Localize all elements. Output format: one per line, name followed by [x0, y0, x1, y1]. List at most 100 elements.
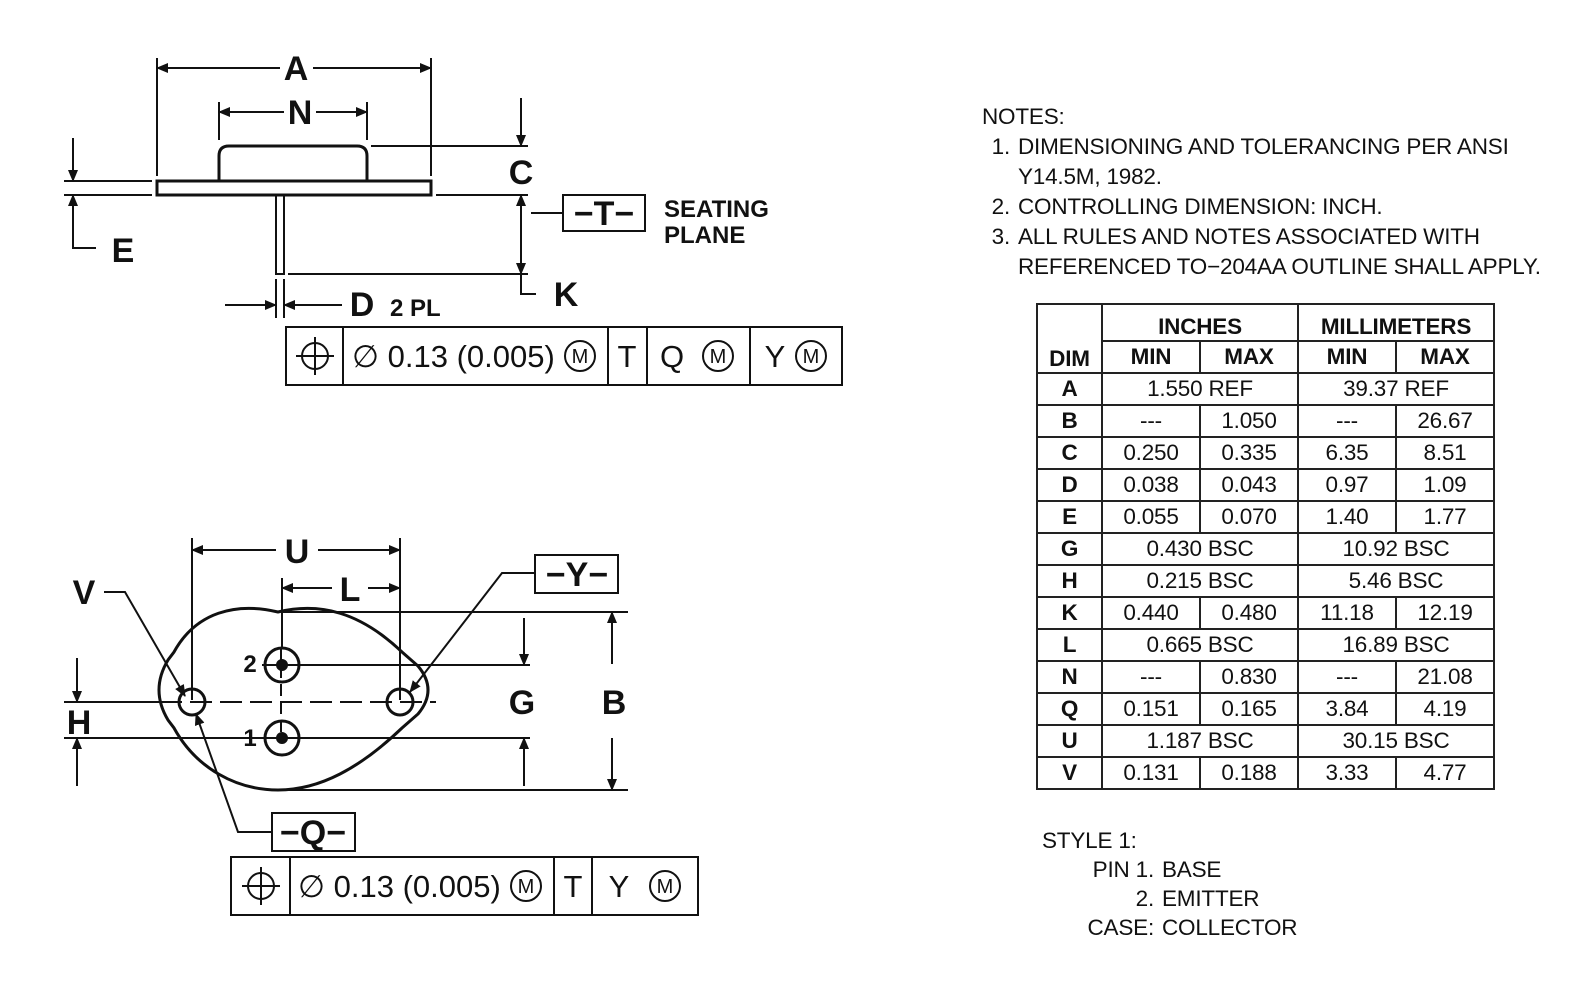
- style-key: CASE:: [1087, 915, 1154, 940]
- inches-value-cell: 1.550 REF: [1101, 372, 1299, 406]
- notes-title: NOTES:: [982, 104, 1065, 129]
- note-number: 2.: [991, 194, 1011, 219]
- fcf-datum-t: T: [564, 869, 583, 904]
- position-icon: [242, 867, 280, 905]
- flange-outline: [155, 179, 433, 197]
- col-header-in-max: MAX: [1199, 340, 1299, 374]
- fcf-mod-m: M: [657, 876, 674, 898]
- dim-cell: G: [1036, 532, 1103, 566]
- fcf-mod-m: M: [710, 346, 727, 368]
- datum-y-label: −Y−: [546, 556, 608, 594]
- note-item: 2. CONTROLLING DIMENSION: INCH.: [982, 192, 1582, 222]
- dim-cell: D: [1036, 468, 1103, 502]
- mm-min-cell: ---: [1297, 404, 1397, 438]
- mmc-circle-icon: [795, 340, 827, 372]
- mm-value-cell: 10.92 BSC: [1297, 532, 1495, 566]
- mmc-circle-icon: [702, 340, 734, 372]
- style-row: CASE: COLLECTOR: [1042, 913, 1297, 942]
- position-icon: [296, 337, 334, 375]
- datum-q-label: −Q−: [280, 814, 346, 852]
- inches-value-cell: 0.665 BSC: [1101, 628, 1299, 662]
- note-line: Y14.5M, 1982.: [1018, 164, 1162, 189]
- style-row: 2. EMITTER: [1042, 884, 1297, 913]
- dim-label-a: A: [284, 50, 309, 88]
- feature-control-frame-bottom: ∅ 0.13 (0.005) M T Y M: [230, 856, 699, 916]
- mm-max-cell: 4.77: [1395, 756, 1495, 790]
- seating-plane-line-2: PLANE: [664, 222, 745, 249]
- dim-label-d: D: [350, 286, 375, 324]
- dim-cell: B: [1036, 404, 1103, 438]
- dim-label-b: B: [602, 684, 627, 722]
- style-title: STYLE 1:: [1042, 828, 1137, 853]
- mm-min-cell: 3.84: [1297, 692, 1397, 726]
- mm-max-cell: 4.19: [1395, 692, 1495, 726]
- dim-cell: C: [1036, 436, 1103, 470]
- plan-view-labels: U L V G B H 2 1 −Y− −Q−: [67, 533, 627, 852]
- dim-label-e: E: [112, 232, 135, 270]
- mm-value-cell: 39.37 REF: [1297, 372, 1495, 406]
- mm-max-cell: 1.77: [1395, 500, 1495, 534]
- fcf-mod-m: M: [803, 346, 820, 368]
- style-value: BASE: [1162, 857, 1222, 882]
- table-row: B---1.050---26.67: [1036, 404, 1495, 438]
- inches-min-cell: 0.038: [1101, 468, 1201, 502]
- fcf-tolerance: ∅ 0.13 (0.005): [352, 339, 555, 374]
- inches-min-cell: ---: [1101, 660, 1201, 694]
- dim-cell: N: [1036, 660, 1103, 694]
- mm-max-cell: 8.51: [1395, 436, 1495, 470]
- dim-label-d-suffix: 2 PL: [390, 295, 441, 322]
- dim-label-c: C: [509, 154, 534, 192]
- mm-value-cell: 5.46 BSC: [1297, 564, 1495, 598]
- inches-min-cell: ---: [1101, 404, 1201, 438]
- package-body-outline: [157, 606, 430, 792]
- inches-value-cell: 0.430 BSC: [1101, 532, 1299, 566]
- style-value: EMITTER: [1162, 886, 1260, 911]
- side-view: [64, 58, 646, 318]
- group-header-inches: INCHES: [1101, 303, 1299, 342]
- note-line: REFERENCED TO−204AA OUTLINE SHALL APPLY.: [1018, 254, 1541, 279]
- fcf-mod-m: M: [518, 876, 535, 898]
- dim-cell: E: [1036, 500, 1103, 534]
- feature-control-frame-top: ∅ 0.13 (0.005) M T Q M Y M: [285, 326, 843, 386]
- table-row: N---0.830---21.08: [1036, 660, 1495, 694]
- pin-label-2: 2: [243, 651, 256, 678]
- mm-min-cell: 3.33: [1297, 756, 1397, 790]
- mm-max-cell: 21.08: [1395, 660, 1495, 694]
- col-header-mm-max: MAX: [1395, 340, 1495, 374]
- note-item: 3. ALL RULES AND NOTES ASSOCIATED WITH R…: [982, 222, 1582, 282]
- dim-cell: K: [1036, 596, 1103, 630]
- col-header-mm-min: MIN: [1297, 340, 1397, 374]
- inches-min-cell: 0.151: [1101, 692, 1201, 726]
- inches-max-cell: 0.480: [1199, 596, 1299, 630]
- col-header-in-min: MIN: [1101, 340, 1201, 374]
- mm-value-cell: 30.15 BSC: [1297, 724, 1495, 758]
- dim-label-l: L: [340, 571, 361, 609]
- note-number: 3.: [991, 224, 1011, 249]
- dim-cell: U: [1036, 724, 1103, 758]
- dim-cell: H: [1036, 564, 1103, 598]
- note-number: 1.: [991, 134, 1011, 159]
- mm-min-cell: ---: [1297, 660, 1397, 694]
- plan-view: [64, 538, 628, 852]
- style-block: STYLE 1: PIN 1. BASE 2. EMITTER CASE: CO…: [1042, 826, 1298, 942]
- dim-label-h: H: [67, 704, 92, 742]
- mmc-circle-icon: [510, 870, 542, 902]
- mm-max-cell: 26.67: [1395, 404, 1495, 438]
- fcf-datum-t: T: [618, 339, 637, 374]
- notes-block: NOTES: 1. DIMENSIONING AND TOLERANCING P…: [982, 102, 1582, 282]
- inches-max-cell: 0.830: [1199, 660, 1299, 694]
- dim-cell: Q: [1036, 692, 1103, 726]
- datum-t-label: −T−: [574, 195, 634, 233]
- dim-label-v: V: [73, 574, 96, 612]
- inches-max-cell: 0.335: [1199, 436, 1299, 470]
- inches-max-cell: 0.165: [1199, 692, 1299, 726]
- inches-max-cell: 1.050: [1199, 404, 1299, 438]
